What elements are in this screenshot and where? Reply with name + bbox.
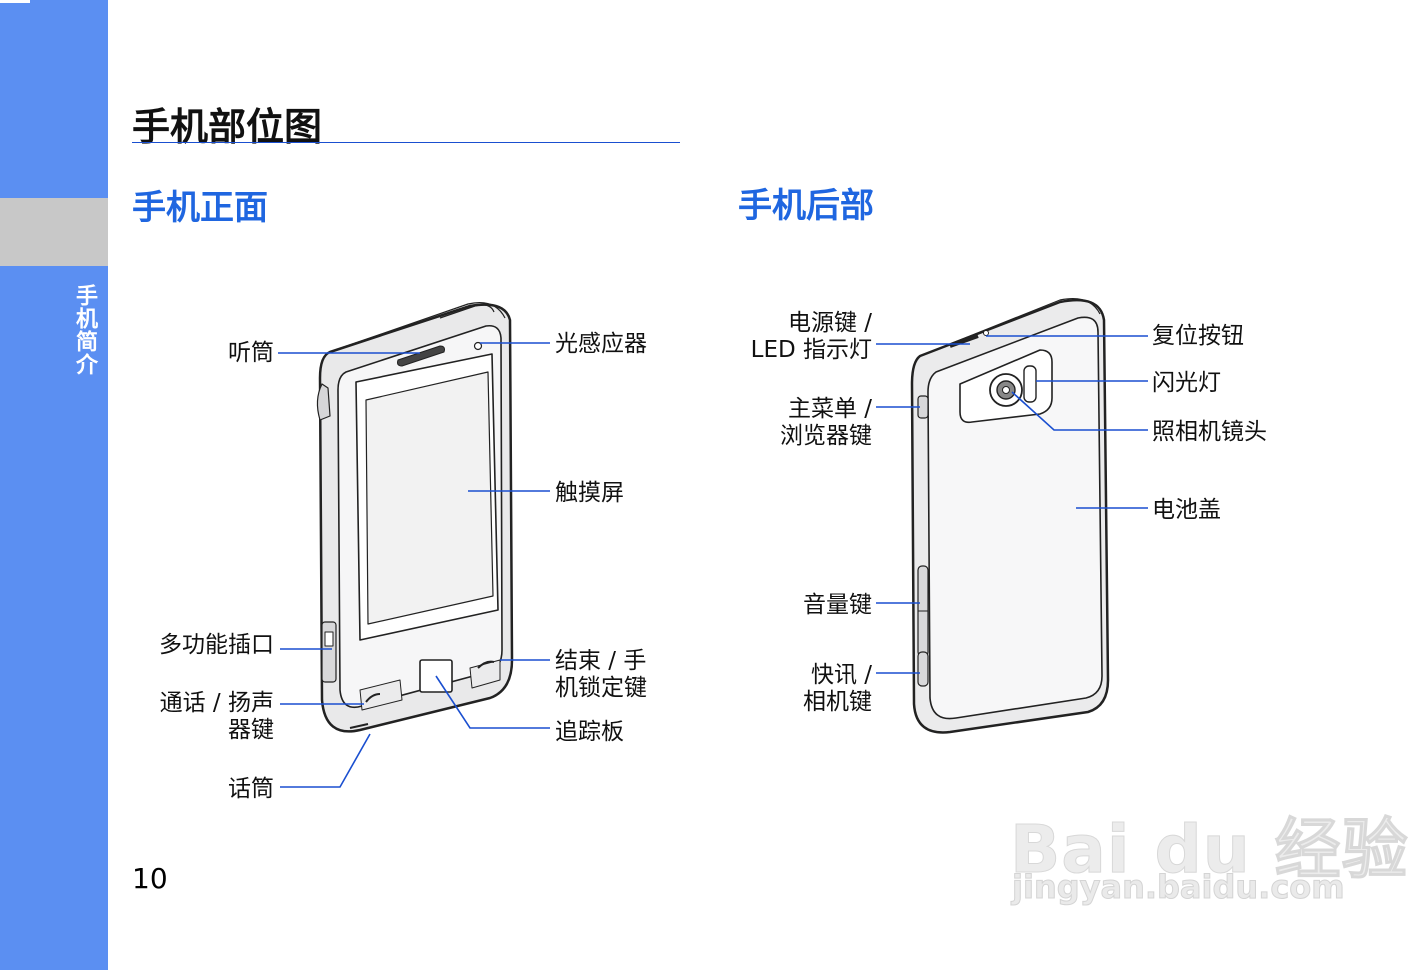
label-light-sensor: 光感应器 bbox=[555, 331, 647, 357]
label-power-line2: LED 指示灯 bbox=[750, 337, 872, 363]
back-heading: 手机后部 bbox=[738, 186, 874, 226]
sidebar-corner-mark bbox=[0, 0, 30, 3]
label-multi-jack: 多功能插口 bbox=[159, 632, 274, 658]
label-touch-screen: 触摸屏 bbox=[555, 480, 624, 506]
sidebar-tab-marker bbox=[0, 198, 108, 266]
leader-lines bbox=[278, 335, 1148, 788]
label-mic: 话筒 bbox=[228, 776, 274, 802]
sidebar-section-label: 手机简介 bbox=[72, 284, 97, 376]
label-flash: 闪光灯 bbox=[1152, 370, 1221, 396]
label-shortcut-line2: 相机键 bbox=[803, 689, 872, 715]
watermark-brand: Bai du 经验 bbox=[1010, 811, 1409, 889]
sidebar: 手机简介 bbox=[0, 0, 108, 970]
label-menu-line1: 主菜单 / bbox=[787, 396, 872, 422]
label-dial-key-line2: 器键 bbox=[228, 717, 274, 743]
label-reset: 复位按钮 bbox=[1152, 323, 1244, 349]
title-divider bbox=[132, 142, 680, 143]
front-heading: 手机正面 bbox=[132, 188, 268, 228]
label-volume: 音量键 bbox=[803, 592, 872, 618]
front-phone-illustration bbox=[316, 302, 514, 733]
label-shortcut-line1: 快讯 / bbox=[810, 662, 872, 688]
label-end-key-line2: 机锁定键 bbox=[555, 675, 647, 701]
label-battery-cover: 电池盖 bbox=[1152, 497, 1221, 523]
watermark-url: jingyan.baidu.com bbox=[1012, 868, 1346, 907]
label-earpiece: 听筒 bbox=[228, 340, 274, 366]
label-menu-line2: 浏览器键 bbox=[780, 423, 872, 449]
label-trackpad: 追踪板 bbox=[555, 719, 624, 745]
back-phone-illustration bbox=[910, 298, 1110, 734]
page-number: 10 bbox=[132, 862, 168, 895]
page-title: 手机部位图 bbox=[132, 105, 323, 149]
label-power-line1: 电源键 / bbox=[787, 310, 872, 336]
label-dial-key-line1: 通话 / 扬声 bbox=[159, 690, 274, 716]
label-camera-lens: 照相机镜头 bbox=[1152, 419, 1267, 445]
label-end-key-line1: 结束 / 手 bbox=[555, 648, 647, 674]
